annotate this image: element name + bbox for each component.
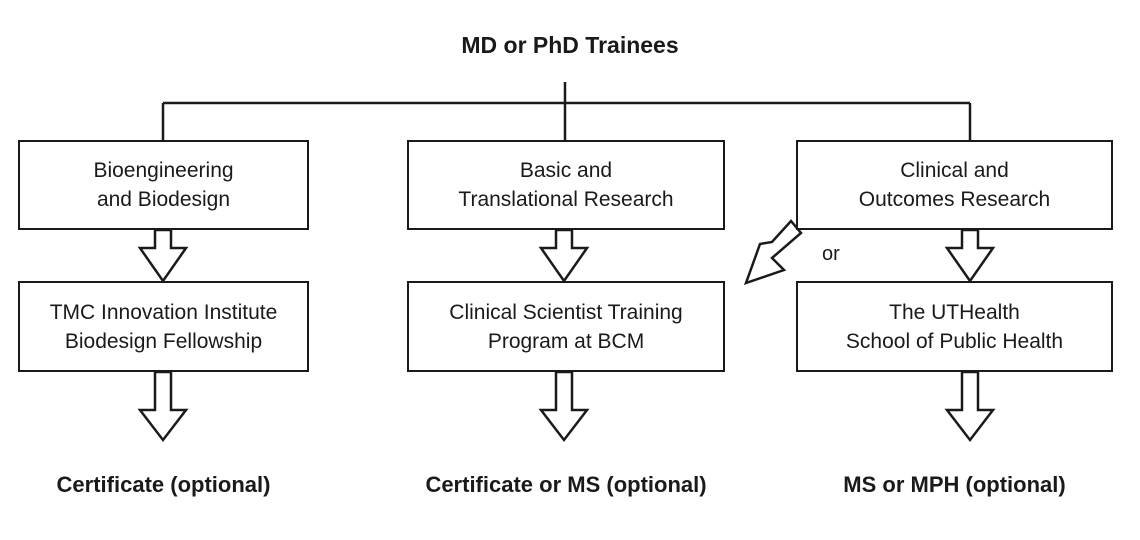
program-label-line2: Biodesign Fellowship — [64, 329, 263, 353]
track-label-line2: Translational Research — [458, 188, 674, 211]
down-arrow-icon — [538, 370, 590, 443]
program-label-line2: School of Public Health — [845, 329, 1064, 353]
program-label-line2: Program at BCM — [487, 329, 645, 353]
down-arrow-icon — [137, 228, 189, 284]
track-label-line1: Bioengineering — [93, 159, 234, 182]
track-label-line1: Clinical and — [900, 159, 1009, 182]
program-label-line1: The UTHealth — [889, 300, 1020, 324]
track-box-bioengineering: Bioengineering and Biodesign — [18, 140, 309, 230]
track-label-line2: Outcomes Research — [858, 188, 1051, 211]
track-label-line1: Basic and — [519, 159, 613, 182]
diagram-title: MD or PhD Trainees — [461, 32, 679, 58]
down-arrow-icon — [538, 228, 590, 284]
or-label: or — [822, 243, 840, 265]
track-label-line2: and Biodesign — [96, 188, 231, 211]
program-label-line1: TMC Innovation Institute — [49, 300, 278, 324]
outcome-ms-or-mph: MS or MPH (optional) — [843, 472, 1066, 497]
down-arrow-icon — [137, 370, 189, 443]
diagonal-arrow-icon — [743, 219, 803, 286]
down-arrow-icon — [944, 370, 996, 443]
program-label-line1: Clinical Scientist Training — [449, 300, 683, 324]
outcome-certificate: Certificate (optional) — [56, 472, 271, 497]
outcome-certificate-or-ms: Certificate or MS (optional) — [425, 472, 707, 497]
down-arrow-icon — [944, 228, 996, 284]
